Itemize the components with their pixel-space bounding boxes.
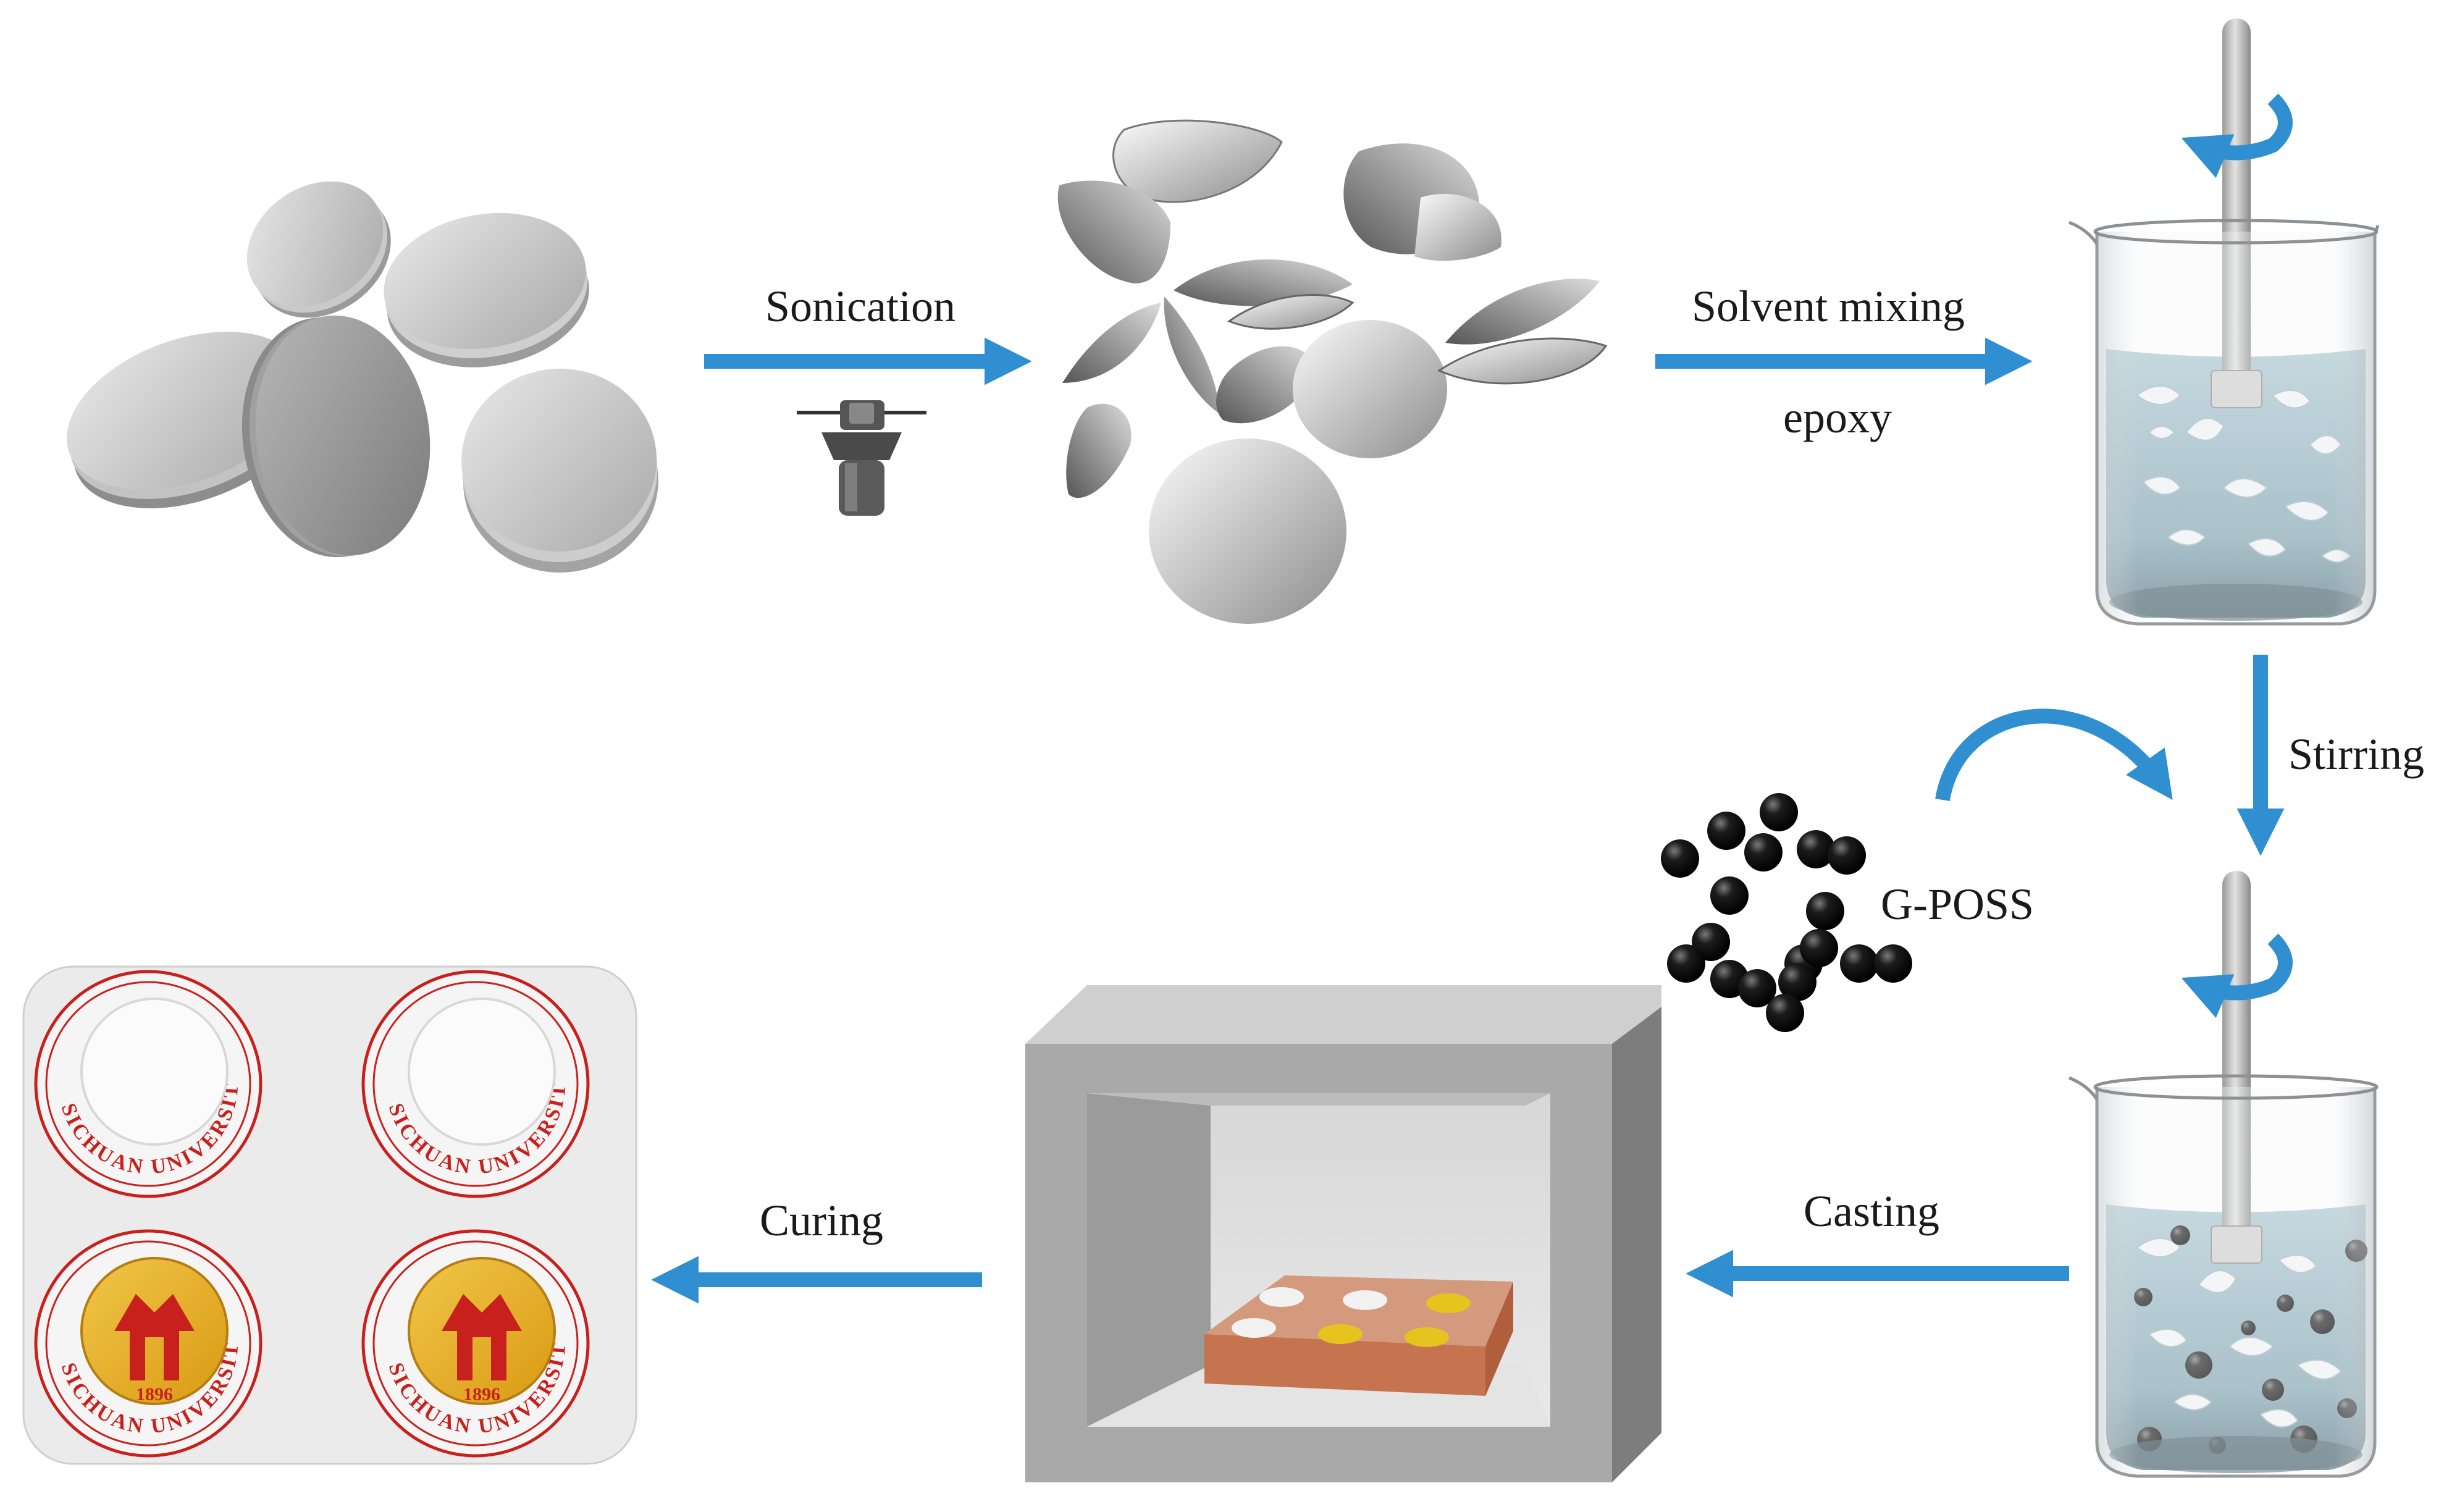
rotation-arrow-icon <box>2181 93 2293 178</box>
curing-oven <box>1025 985 1661 1482</box>
g-poss-particle <box>1800 929 1838 967</box>
g-poss-particle <box>1806 892 1844 930</box>
g-poss-particles <box>1661 793 1912 1032</box>
sonication-label: Sonication <box>765 282 956 331</box>
g-poss-particle <box>1797 830 1835 868</box>
epoxy-label: epoxy <box>1783 393 1892 442</box>
seal-year: 1896 <box>463 1384 500 1405</box>
g-poss-particle <box>1661 839 1699 878</box>
beaker-nanosheet-epoxy <box>2068 19 2380 626</box>
g-poss-particle <box>1738 969 1776 1007</box>
g-poss-particle <box>1692 923 1730 961</box>
solvent-mixing-label: Solvent mixing <box>1692 282 1965 331</box>
g-poss-particle <box>1874 944 1912 983</box>
g-poss-particle <box>1778 963 1816 1001</box>
g-poss-particle <box>1744 833 1783 872</box>
seal-year: 1896 <box>136 1384 173 1405</box>
paper-discs-stack <box>66 181 658 573</box>
curing-label: Curing <box>760 1196 883 1245</box>
g-poss-particle <box>1760 793 1798 831</box>
g-poss-particle <box>1766 994 1804 1032</box>
g-poss-particle <box>1667 944 1705 983</box>
casting-label: Casting <box>1804 1186 1939 1236</box>
ultrasonic-probe-icon <box>797 400 926 516</box>
stirring-label: Stirring <box>2288 729 2424 779</box>
university-emblem-icon <box>114 1294 195 1380</box>
g-poss-addition-arrow <box>1935 708 2173 802</box>
beaker-hybrid-mixture <box>2068 871 2379 1478</box>
rotation-arrow-icon <box>2181 933 2293 1018</box>
g-poss-particle <box>1828 836 1866 875</box>
g-poss-particle <box>1707 812 1745 850</box>
g-poss-label: G-POSS <box>1881 880 2034 929</box>
dispersed-nanosheets <box>1057 119 1608 624</box>
university-emblem-icon <box>442 1294 522 1380</box>
g-poss-particle <box>1710 876 1749 915</box>
g-poss-particle <box>1840 944 1878 983</box>
